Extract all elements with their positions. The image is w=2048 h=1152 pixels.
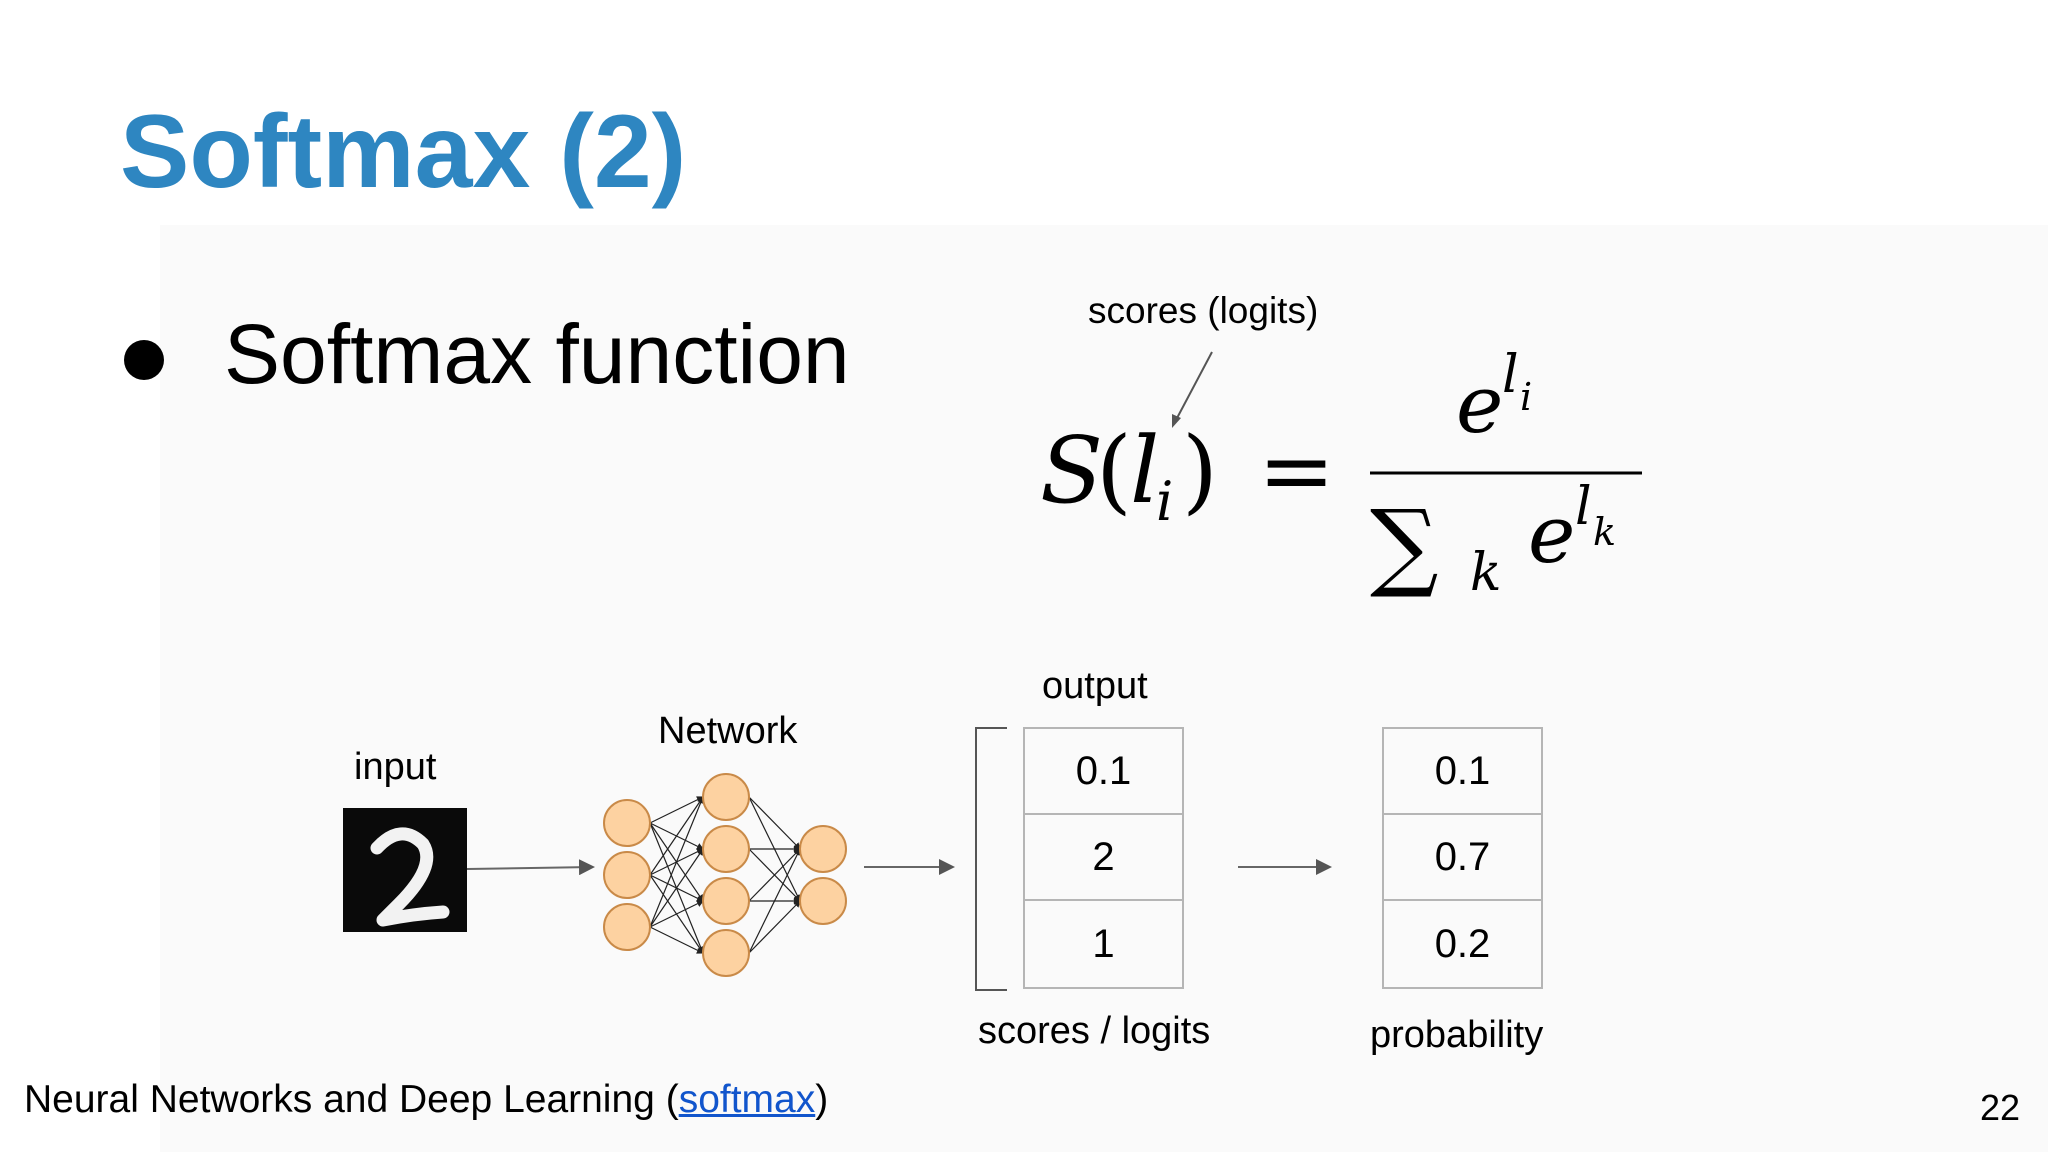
handwritten-digit-icon bbox=[370, 827, 450, 927]
page-number: 22 bbox=[1979, 1087, 2020, 1128]
probability-label: probability bbox=[1370, 1014, 1544, 1056]
softmax-link[interactable]: softmax bbox=[678, 1078, 816, 1121]
bullet-text: Softmax function bbox=[224, 307, 850, 401]
probability-vector: 0.1 0.7 0.2 bbox=[1382, 727, 1543, 989]
svg-text:k: k bbox=[1593, 510, 1616, 554]
footer-citation: Neural Networks and Deep Learning (softm… bbox=[24, 1080, 828, 1119]
probability-cell: 0.7 bbox=[1384, 815, 1541, 901]
score-cell: 2 bbox=[1025, 815, 1182, 901]
svg-text:(: ( bbox=[1096, 417, 1132, 524]
svg-text:l: l bbox=[1502, 345, 1519, 405]
arrow-input-to-network bbox=[466, 859, 595, 876]
svg-text:e: e bbox=[1528, 488, 1575, 581]
svg-text:i: i bbox=[1156, 470, 1173, 533]
bullet-dot-icon bbox=[124, 340, 164, 380]
input-label: input bbox=[354, 746, 437, 788]
footer-text: Neural Networks and Deep Learning ( bbox=[24, 1078, 679, 1121]
network-label: Network bbox=[658, 710, 798, 752]
softmax-formula: S ( l i ) = e l i ∑ k e l k bbox=[1040, 345, 1642, 603]
footer-text-end: ) bbox=[815, 1078, 829, 1121]
slide-title: Softmax (2) bbox=[120, 94, 687, 210]
probability-cell: 0.1 bbox=[1384, 729, 1541, 815]
svg-text:i: i bbox=[1520, 375, 1532, 419]
score-cell: 1 bbox=[1092, 921, 1115, 966]
svg-text:l: l bbox=[1575, 477, 1592, 537]
output-label: output bbox=[1042, 665, 1148, 707]
neuron bbox=[702, 877, 750, 925]
neuron bbox=[799, 825, 847, 873]
scores-vector: 0.1 2 1 bbox=[1023, 727, 1184, 989]
formula-annotation: scores (logits) bbox=[1088, 290, 1319, 331]
neuron bbox=[603, 903, 651, 951]
neuron bbox=[603, 851, 651, 899]
output-bracket bbox=[975, 727, 1007, 991]
svg-text:=: = bbox=[1258, 417, 1335, 524]
svg-text:∑: ∑ bbox=[1370, 489, 1439, 601]
neuron bbox=[603, 799, 651, 847]
score-cell: 0.1 bbox=[1025, 729, 1182, 815]
svg-text:k: k bbox=[1470, 543, 1502, 603]
probability-cell: 0.2 bbox=[1434, 921, 1491, 966]
svg-text:S: S bbox=[1040, 417, 1103, 524]
svg-text:): ) bbox=[1182, 417, 1218, 524]
neuron bbox=[702, 773, 750, 821]
neuron bbox=[702, 929, 750, 977]
svg-text:l: l bbox=[1130, 417, 1159, 524]
content-panel bbox=[160, 225, 2048, 1152]
digit-image bbox=[343, 808, 467, 932]
svg-text:e: e bbox=[1456, 358, 1503, 451]
neuron bbox=[799, 877, 847, 925]
scores-label: scores / logits bbox=[978, 1010, 1211, 1052]
neuron bbox=[702, 825, 750, 873]
